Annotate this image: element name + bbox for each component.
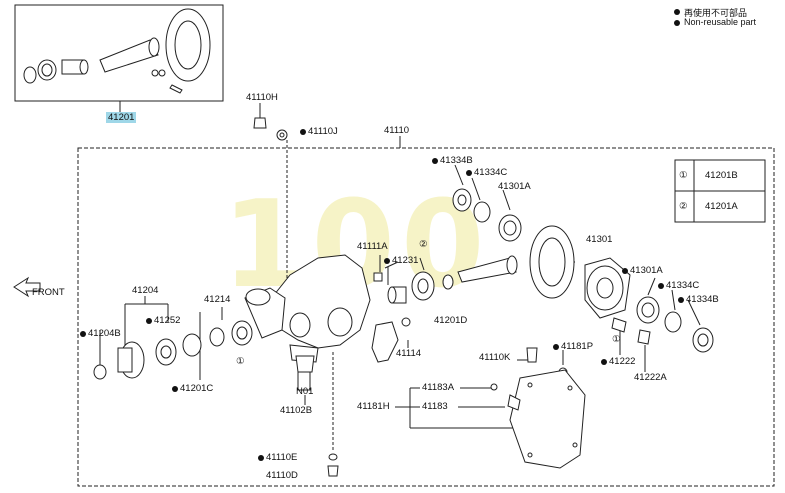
part-label-41301A-top[interactable]: 41301A	[498, 181, 531, 192]
part-label-41110[interactable]: 41110	[384, 125, 410, 136]
rear-cover	[509, 369, 586, 469]
non-reusable-dot	[622, 268, 628, 274]
lock-plate	[611, 317, 627, 333]
non-reusable-dot	[258, 455, 264, 461]
non-reusable-dot	[300, 129, 306, 135]
bearing-left	[182, 333, 202, 357]
non-reusable-dot	[553, 344, 559, 350]
differential-assembly-box	[77, 147, 775, 487]
part-label-41181H[interactable]: 41181H	[357, 401, 390, 412]
part-label-41334B-top[interactable]: 41334B	[440, 155, 473, 166]
part-label-41114[interactable]: 41114	[396, 348, 422, 359]
part-label-41183[interactable]: 41183	[422, 401, 448, 412]
breather-bolt	[253, 117, 267, 129]
part-label-41201C[interactable]: 41201C	[180, 383, 214, 394]
shim-top	[473, 201, 491, 223]
part-label-41201[interactable]: 41201	[106, 112, 137, 123]
ring-gear-set-box	[14, 4, 224, 102]
part-label-41204[interactable]: 41204	[132, 285, 159, 296]
part-label-41181P[interactable]: 41181P	[561, 341, 594, 352]
marker-1-right: ①	[612, 334, 621, 345]
front-arrow	[13, 276, 41, 298]
marker-2: ②	[419, 239, 428, 250]
part-label-41334C-right[interactable]: 41334C	[666, 280, 700, 291]
part-label-41222[interactable]: 41222	[609, 356, 636, 367]
non-reusable-dot	[674, 9, 680, 15]
marker-1-left: ①	[236, 356, 245, 367]
part-label-41111A[interactable]: 41111A	[357, 241, 388, 252]
part-label-41231[interactable]: 41231	[392, 255, 419, 266]
non-reusable-dot	[674, 20, 680, 26]
pinion-pin	[373, 272, 383, 282]
non-reusable-dot	[172, 386, 178, 392]
non-reusable-dot	[678, 297, 684, 303]
part-label-41110J[interactable]: 41110J	[308, 126, 338, 137]
part-label-41204B[interactable]: 41204B	[88, 328, 121, 339]
non-reusable-dot	[658, 283, 664, 289]
shim-right	[664, 311, 682, 333]
part-label-41222A[interactable]: 41222A	[634, 372, 667, 383]
non-reusable-dot	[80, 331, 86, 337]
part-label-41252[interactable]: 41252	[154, 315, 181, 326]
non-reusable-dot	[432, 158, 438, 164]
part-label-41334B-right[interactable]: 41334B	[686, 294, 719, 305]
non-reusable-dot	[384, 258, 390, 264]
part-label-41110H[interactable]: 41110H	[246, 92, 278, 103]
front-label: FRONT	[32, 287, 65, 298]
part-label-41110K[interactable]: 41110K	[479, 352, 511, 363]
breather-plug	[526, 347, 538, 363]
part-label-41301[interactable]: 41301	[586, 234, 613, 245]
non-reusable-dot	[146, 318, 152, 324]
part-label-41110D[interactable]: 41110D	[266, 470, 298, 481]
mount-bracket	[371, 321, 399, 363]
table-key-2: ②	[679, 201, 688, 212]
drive-pinion	[457, 257, 517, 283]
non-reusable-dot	[466, 170, 472, 176]
table-value-2: 41201A	[705, 201, 738, 212]
inset-pinion-shaft	[99, 39, 159, 73]
part-label-41110E[interactable]: 41110E	[266, 452, 298, 463]
part-label-41201-text: 41201	[106, 112, 137, 123]
part-label-41301A-right[interactable]: 41301A	[630, 265, 663, 276]
drain-plug	[295, 355, 315, 373]
part-label-41102B[interactable]: 41102B	[280, 405, 313, 416]
non-reusable-dot	[601, 359, 607, 365]
part-label-41334C-top[interactable]: 41334C	[474, 167, 508, 178]
legend-en: Non-reusable part	[684, 17, 757, 27]
part-label-41214[interactable]: 41214	[204, 294, 231, 305]
drain-plug-bottom	[328, 453, 338, 461]
legend-jp: 再使用不可部品	[684, 8, 748, 18]
part-label-N01[interactable]: N01	[296, 386, 314, 397]
inset-bearing-small	[23, 66, 37, 84]
table-key-1: ①	[679, 170, 688, 181]
table-value-1: 41201B	[705, 170, 738, 181]
part-label-41201D[interactable]: 41201D	[434, 315, 468, 326]
part-label-41183A[interactable]: 41183A	[422, 382, 455, 393]
